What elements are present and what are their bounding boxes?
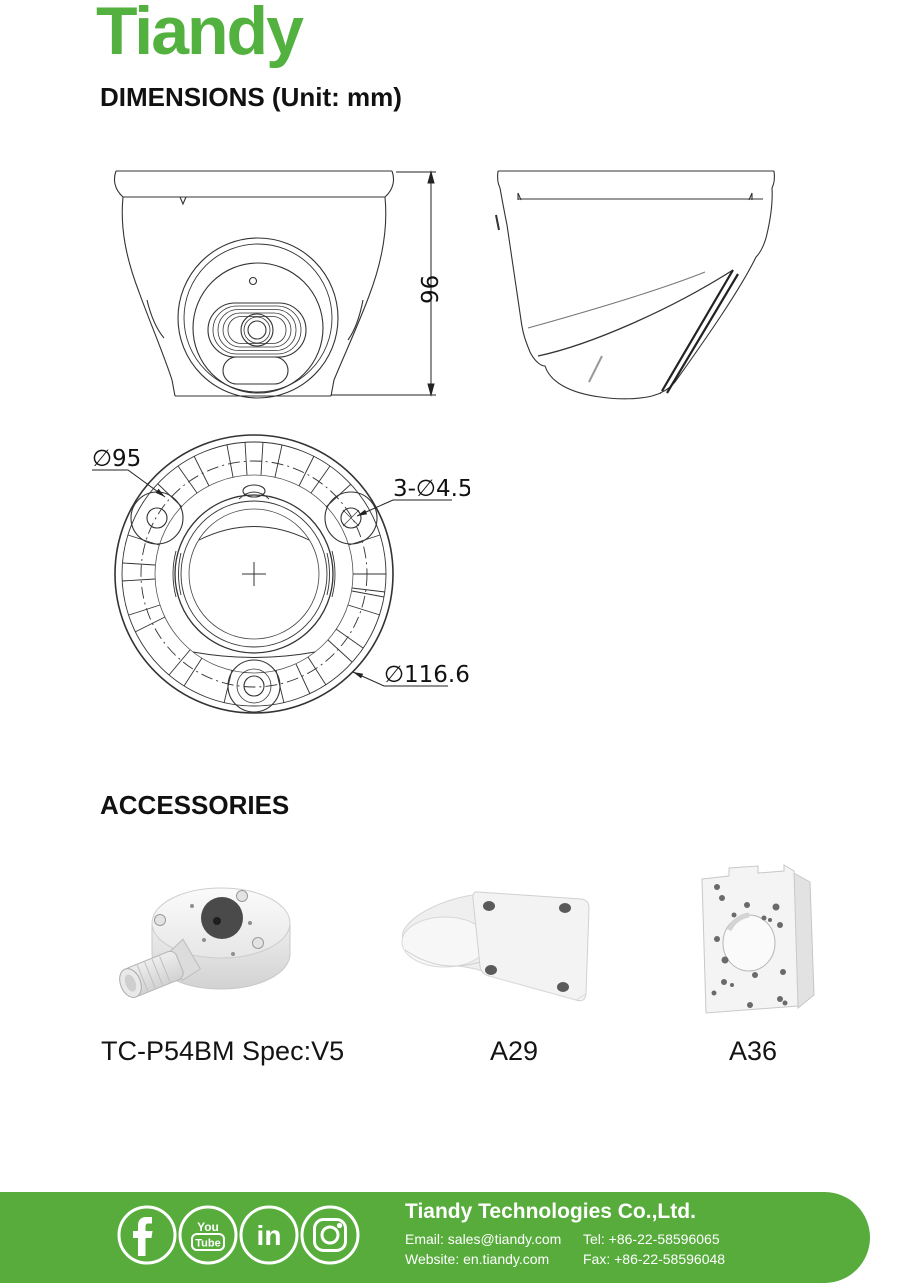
bottom-view-drawing: ∅95 3-∅4.5 ∅116.6	[92, 434, 470, 714]
screw-hole-dimension	[356, 499, 452, 517]
brand-logo: Tiandy	[96, 0, 304, 69]
outer-diameter-label: ∅116.6	[384, 662, 470, 688]
accessory-label-junction-box: TC-P54BM Spec:V5	[101, 1036, 345, 1066]
footer-email: Email: sales@tiandy.com	[405, 1231, 562, 1247]
footer-tel: Tel: +86-22-58596065	[583, 1231, 720, 1247]
outer-diameter-dimension	[352, 671, 448, 687]
youtube-icon[interactable]: You Tube	[177, 1204, 239, 1266]
linkedin-icon[interactable]: in	[238, 1204, 300, 1266]
dimensions-heading: DIMENSIONS (Unit: mm)	[100, 82, 402, 112]
instagram-icon[interactable]	[299, 1204, 361, 1266]
front-view-drawing: 96	[113, 170, 440, 399]
height-dimension	[331, 170, 436, 397]
facebook-icon[interactable]	[116, 1204, 178, 1266]
youtube-text-tube: Tube	[195, 1238, 220, 1250]
footer-company-name: Tiandy Technologies Co.,Ltd.	[405, 1200, 696, 1223]
accessory-label-a36: A36	[728, 1036, 778, 1066]
height-dimension-label: 96	[418, 275, 440, 304]
pole-plate-image	[701, 864, 815, 1014]
footer-fax: Fax: +86-22-58596048	[583, 1251, 726, 1267]
side-view-drawing	[495, 170, 775, 400]
footer-website: Website: en.tiandy.com	[405, 1251, 550, 1267]
bolt-circle-label: ∅95	[92, 446, 141, 472]
linkedin-text: in	[257, 1220, 282, 1251]
accessory-label-a29: A29	[489, 1036, 539, 1066]
wall-bracket-image	[401, 891, 590, 1002]
screw-hole-label: 3-∅4.5	[393, 476, 470, 502]
youtube-text-you: You	[197, 1220, 219, 1234]
screw-lug-upper-right	[324, 491, 378, 545]
accessories-heading: ACCESSORIES	[100, 790, 290, 820]
bolt-circle-dimension	[92, 469, 166, 498]
cable-gland	[119, 938, 201, 998]
junction-box-image	[119, 887, 291, 998]
screw-lug-upper-left	[130, 491, 184, 545]
screw-lug-bottom	[227, 659, 281, 713]
